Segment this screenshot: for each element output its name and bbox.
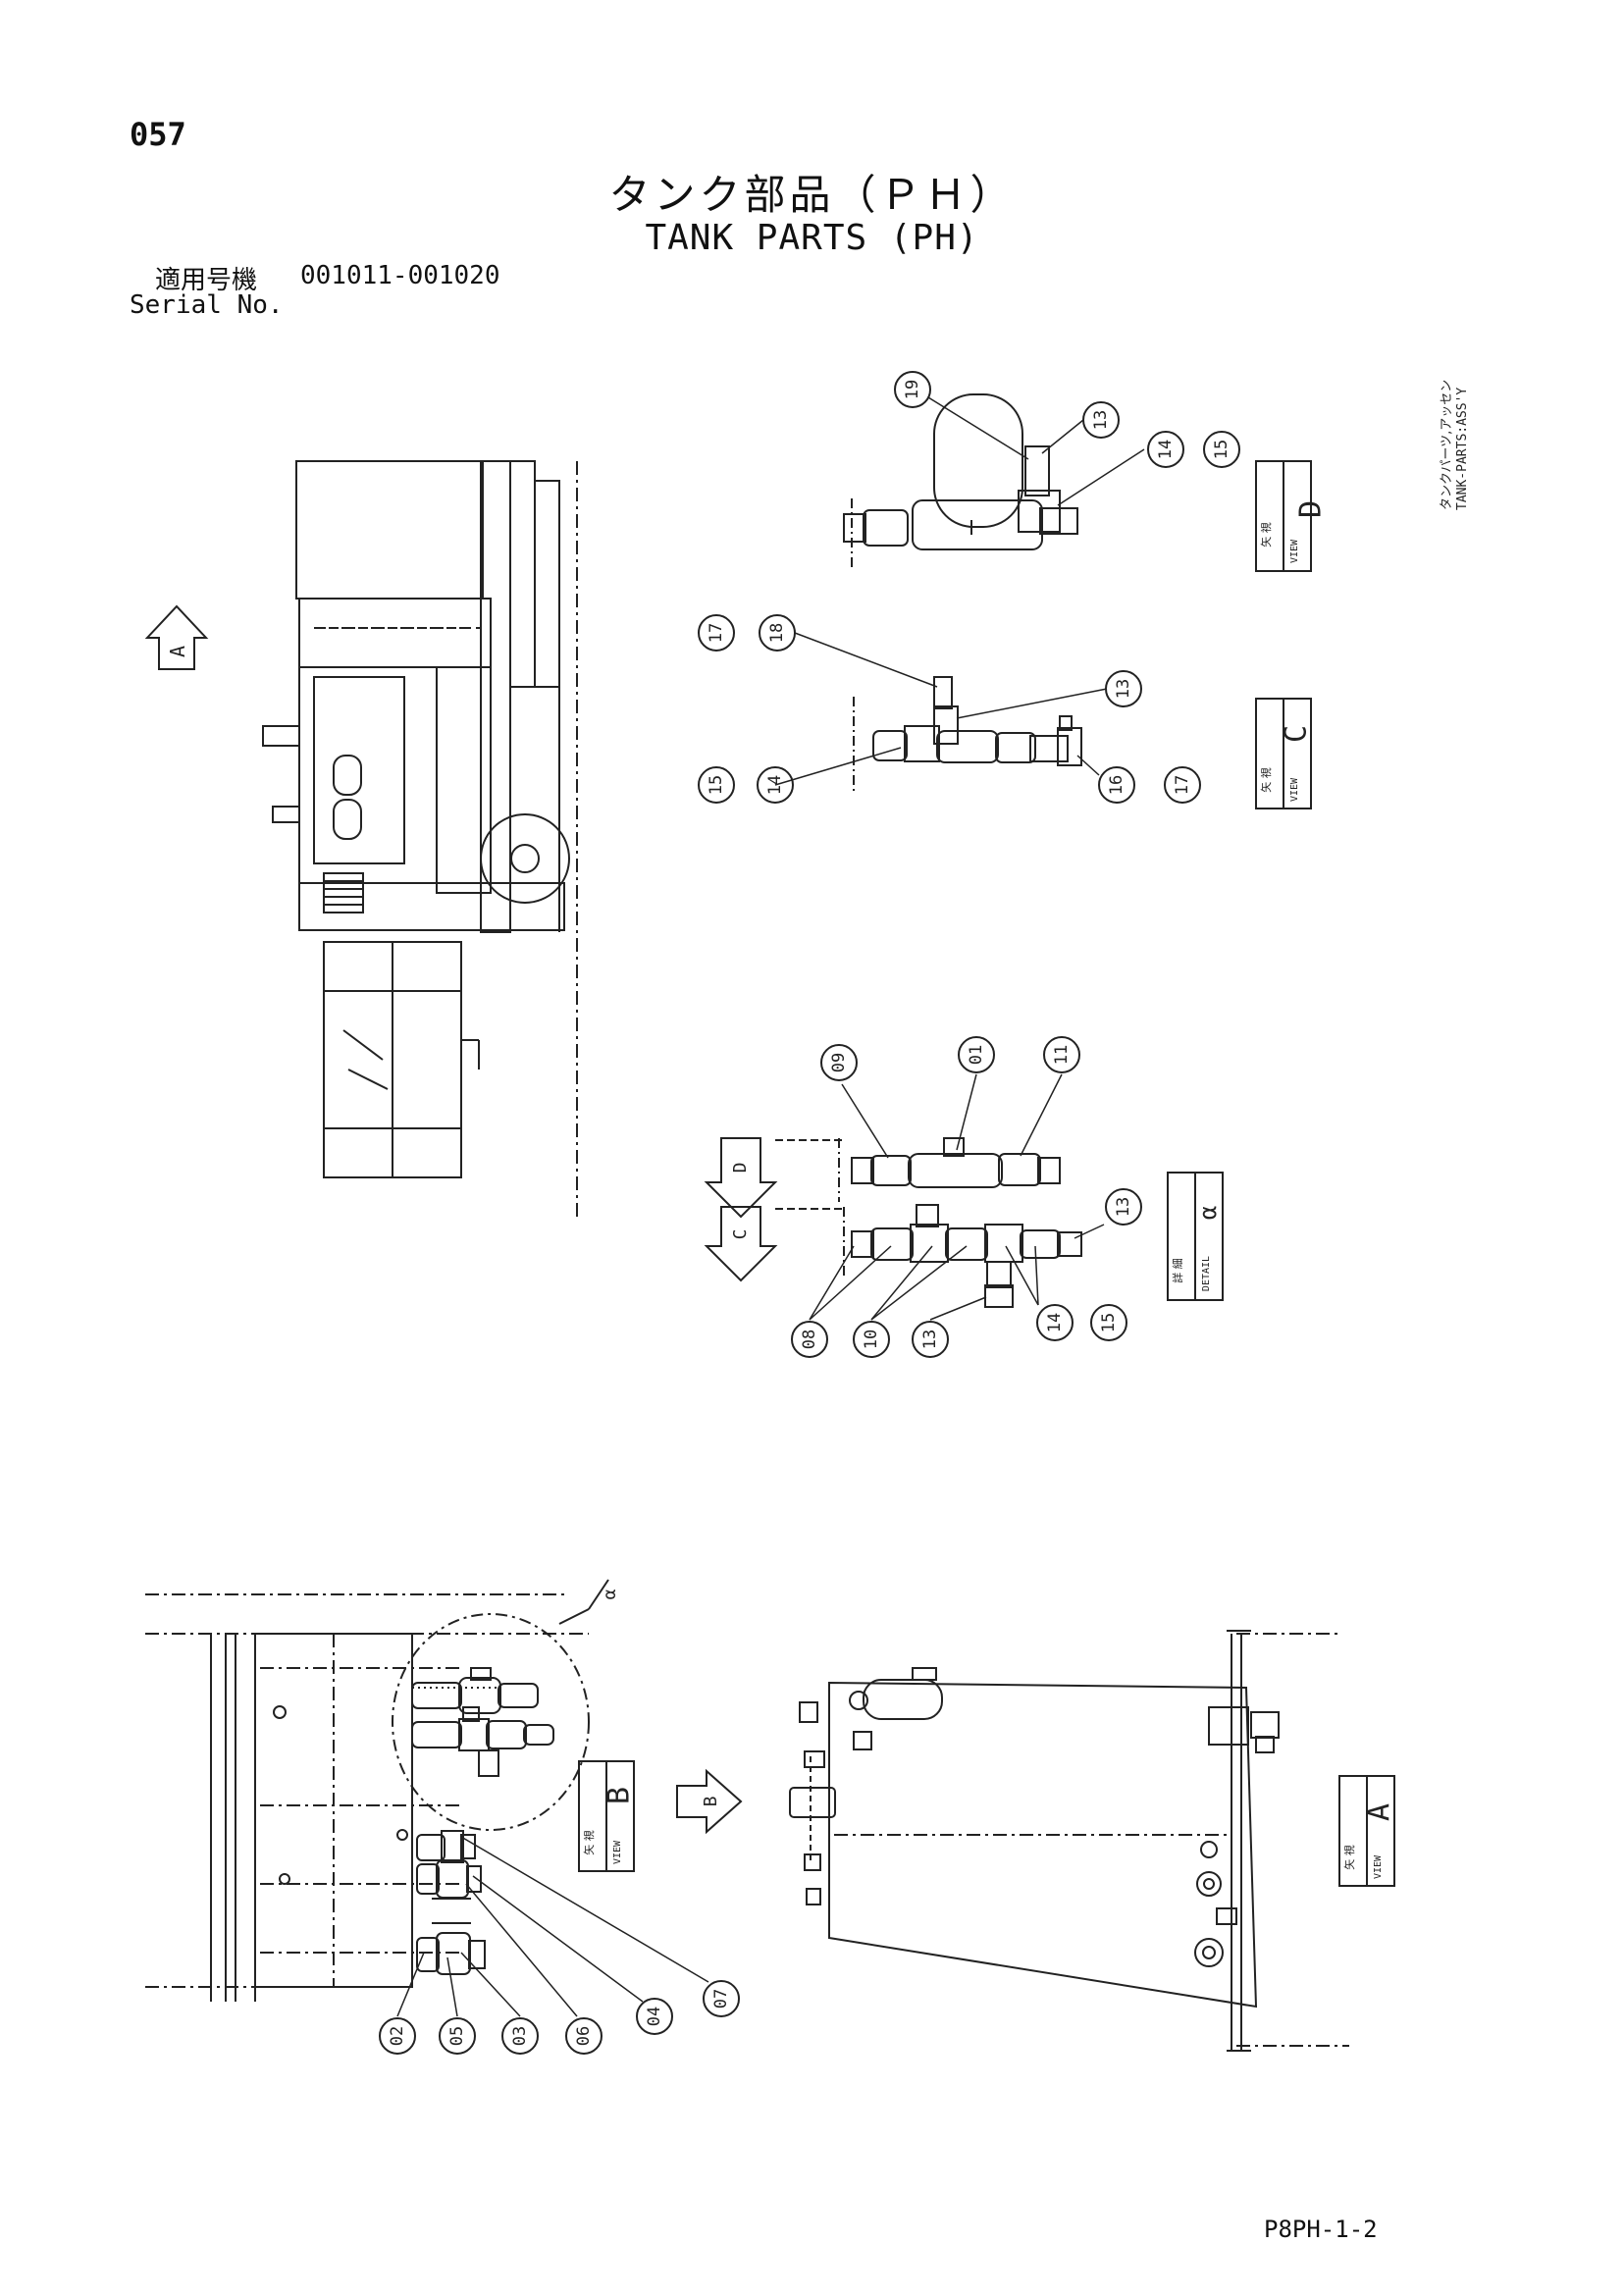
callout-04: 04 xyxy=(645,2007,664,2026)
callout-17: 17 xyxy=(707,623,726,643)
callout-14: 14 xyxy=(765,775,785,795)
callout-15: 15 xyxy=(707,775,726,795)
callout-alpha: α xyxy=(600,1589,620,1599)
arrow-c-label: C xyxy=(730,1229,751,1240)
callout-03: 03 xyxy=(510,2026,530,2046)
view-d-en: VIEW xyxy=(1289,539,1300,563)
serial-label-japanese: 適用号機 xyxy=(155,266,258,295)
view-a-en: VIEW xyxy=(1373,1854,1384,1879)
view-c-assembly xyxy=(853,676,1082,795)
serial-label-english: Serial No. xyxy=(130,290,284,320)
callout-01: 01 xyxy=(967,1045,986,1065)
tank-outline xyxy=(828,1681,1258,2009)
sheet-code: P8PH-1-2 xyxy=(1264,2216,1378,2243)
callout-13: 13 xyxy=(1114,1197,1133,1217)
arrow-b-label: B xyxy=(701,1797,721,1807)
callout-13: 13 xyxy=(1114,679,1133,699)
callout-19: 19 xyxy=(903,380,922,399)
engine-block xyxy=(298,666,438,884)
view-b-en: VIEW xyxy=(612,1840,623,1864)
view-a-kanji: 矢 視 xyxy=(1342,1845,1356,1870)
view-c-part-callouts: 17 18 13 15 14 16 17 xyxy=(698,614,1201,804)
view-b-frame xyxy=(145,1593,589,2002)
callout-15: 15 xyxy=(1099,1313,1119,1332)
view-b-letter: B xyxy=(602,1787,637,1804)
wheel xyxy=(480,813,570,904)
page-number: 057 xyxy=(130,116,186,153)
view-d-assembly xyxy=(843,393,1078,569)
callout-14: 14 xyxy=(1045,1313,1065,1332)
detail-letter: α xyxy=(1194,1206,1222,1220)
view-arrow-d: D xyxy=(704,1137,778,1219)
tank-body xyxy=(298,598,492,668)
view-b-label: B 矢 視 VIEW xyxy=(578,1760,637,1872)
view-d-label: D 矢 視 VIEW xyxy=(1255,460,1329,572)
callout-15: 15 xyxy=(1212,440,1231,459)
page-title-english: TANK PARTS (PH) xyxy=(645,218,979,258)
view-b-part-callouts: 02 05 03 06 04 07 xyxy=(379,1980,740,2055)
callout-16: 16 xyxy=(1107,775,1126,795)
view-d-part-callouts: 19 13 14 15 xyxy=(894,371,1240,468)
page-title-japanese: タンク部品（ＰＨ） xyxy=(608,171,1016,219)
frame-base xyxy=(298,882,565,931)
view-a-letter: A xyxy=(1363,1803,1397,1821)
callout-10: 10 xyxy=(862,1330,881,1349)
callout-17: 17 xyxy=(1173,775,1192,795)
callout-06: 06 xyxy=(574,2026,594,2046)
view-c-letter: C xyxy=(1280,725,1314,743)
callout-11: 11 xyxy=(1052,1045,1072,1065)
detail-a-callout: α xyxy=(392,1579,620,1831)
view-a-tank xyxy=(789,1630,1349,2052)
detail-en: DETAIL xyxy=(1201,1256,1212,1291)
callout-02: 02 xyxy=(388,2026,407,2046)
arrow-d-label: D xyxy=(730,1163,751,1174)
detail-assembly xyxy=(838,1137,1082,1308)
view-d-leaders xyxy=(927,396,1145,506)
view-c-kanji: 矢 視 xyxy=(1259,767,1273,793)
view-b-leaders xyxy=(396,1836,709,2017)
callout-09: 09 xyxy=(829,1053,849,1072)
detail-label: α 詳 細 DETAIL xyxy=(1167,1172,1224,1301)
callout-18: 18 xyxy=(767,623,787,643)
callout-14: 14 xyxy=(1156,440,1176,459)
view-b-kanji: 矢 視 xyxy=(582,1830,596,1855)
view-a-label: A 矢 視 VIEW xyxy=(1338,1775,1397,1887)
callout-05: 05 xyxy=(447,2026,467,2046)
view-c-en: VIEW xyxy=(1289,777,1300,802)
arrow-a-label: A xyxy=(166,646,189,657)
side-note: タンクパーツ,アッセン TANK-PARTS:ASS'Y xyxy=(1440,380,1470,510)
view-b-fittings xyxy=(416,1830,486,1975)
side-note-jp: タンクパーツ,アッセン xyxy=(1440,380,1454,510)
engine-hood xyxy=(295,460,484,600)
filter-canister xyxy=(863,1679,943,1720)
view-d-letter: D xyxy=(1294,500,1329,518)
callout-07: 07 xyxy=(711,1989,731,2009)
detail-kanji: 詳 細 xyxy=(1171,1258,1184,1283)
side-note-en: TANK-PARTS:ASS'Y xyxy=(1455,388,1470,510)
view-c-leaders xyxy=(774,632,1108,786)
view-c-label: C 矢 視 VIEW xyxy=(1255,698,1314,809)
view-arrow-b: B xyxy=(676,1768,743,1835)
machine-overview xyxy=(262,460,578,1217)
detail-part-callouts: 09 01 11 13 08 10 13 14 15 xyxy=(791,1036,1142,1358)
callout-08: 08 xyxy=(800,1330,819,1349)
callout-13: 13 xyxy=(920,1330,940,1349)
callout-13: 13 xyxy=(1091,410,1111,430)
view-arrow-a: A xyxy=(144,604,209,670)
detail-leaders xyxy=(809,1073,1105,1321)
serial-range: 001011-001020 xyxy=(300,261,500,290)
view-arrow-c: C xyxy=(704,1206,778,1282)
view-d-kanji: 矢 視 xyxy=(1259,522,1273,548)
